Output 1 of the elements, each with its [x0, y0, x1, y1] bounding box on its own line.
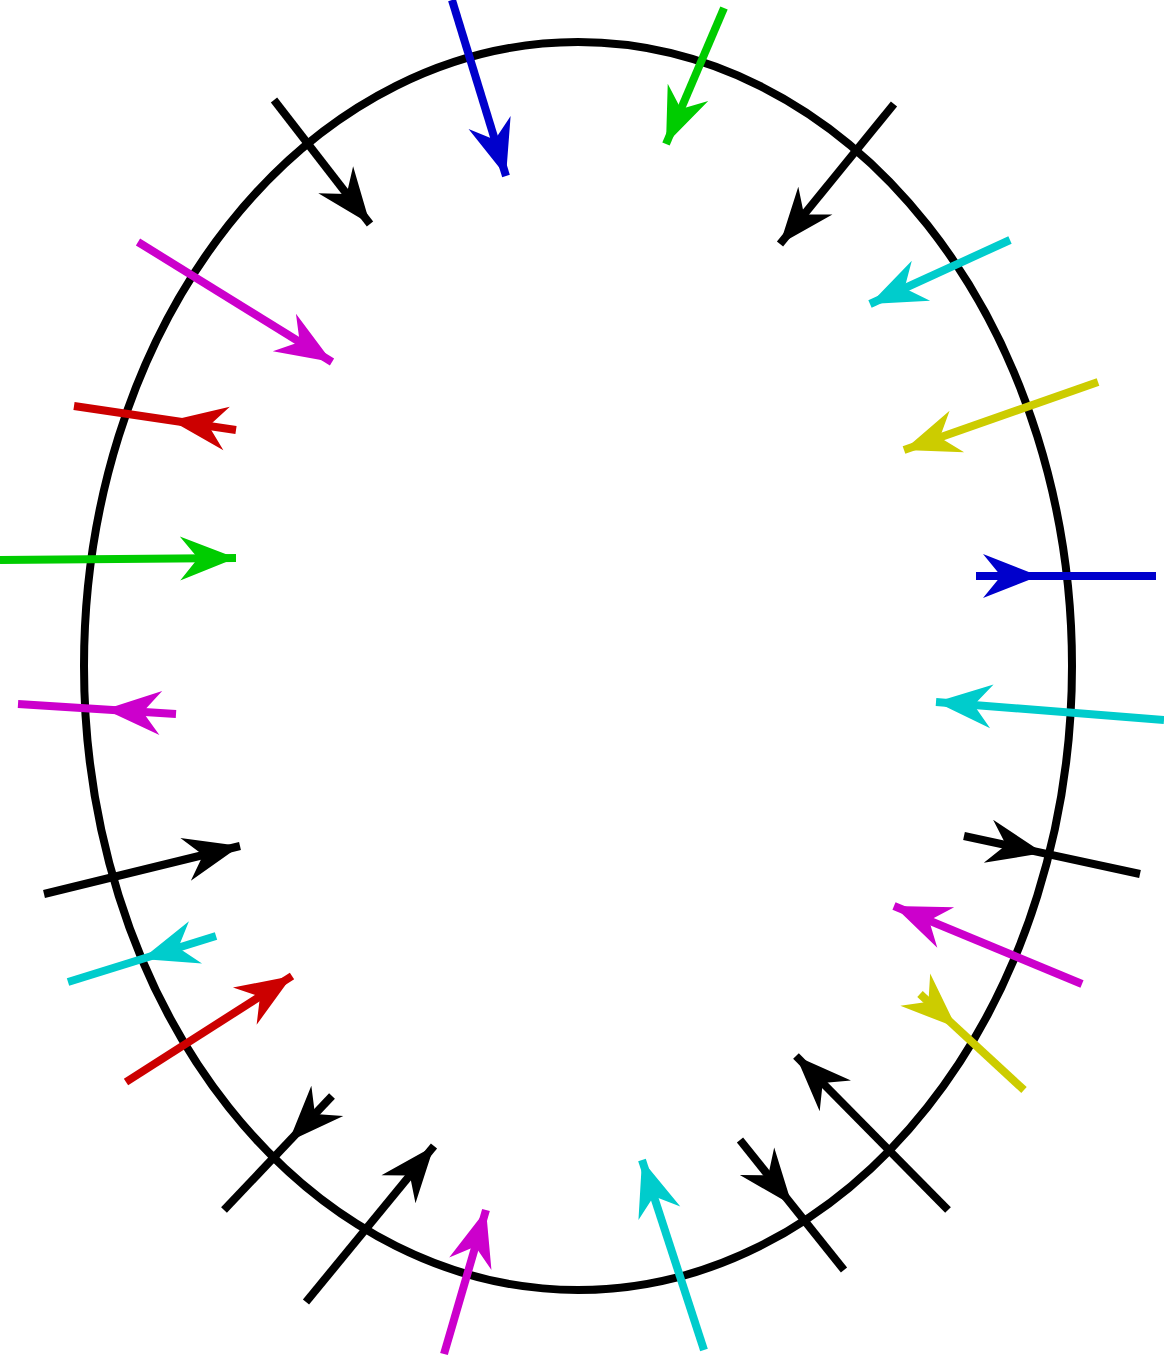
ellipse-outline [80, 38, 1076, 1294]
